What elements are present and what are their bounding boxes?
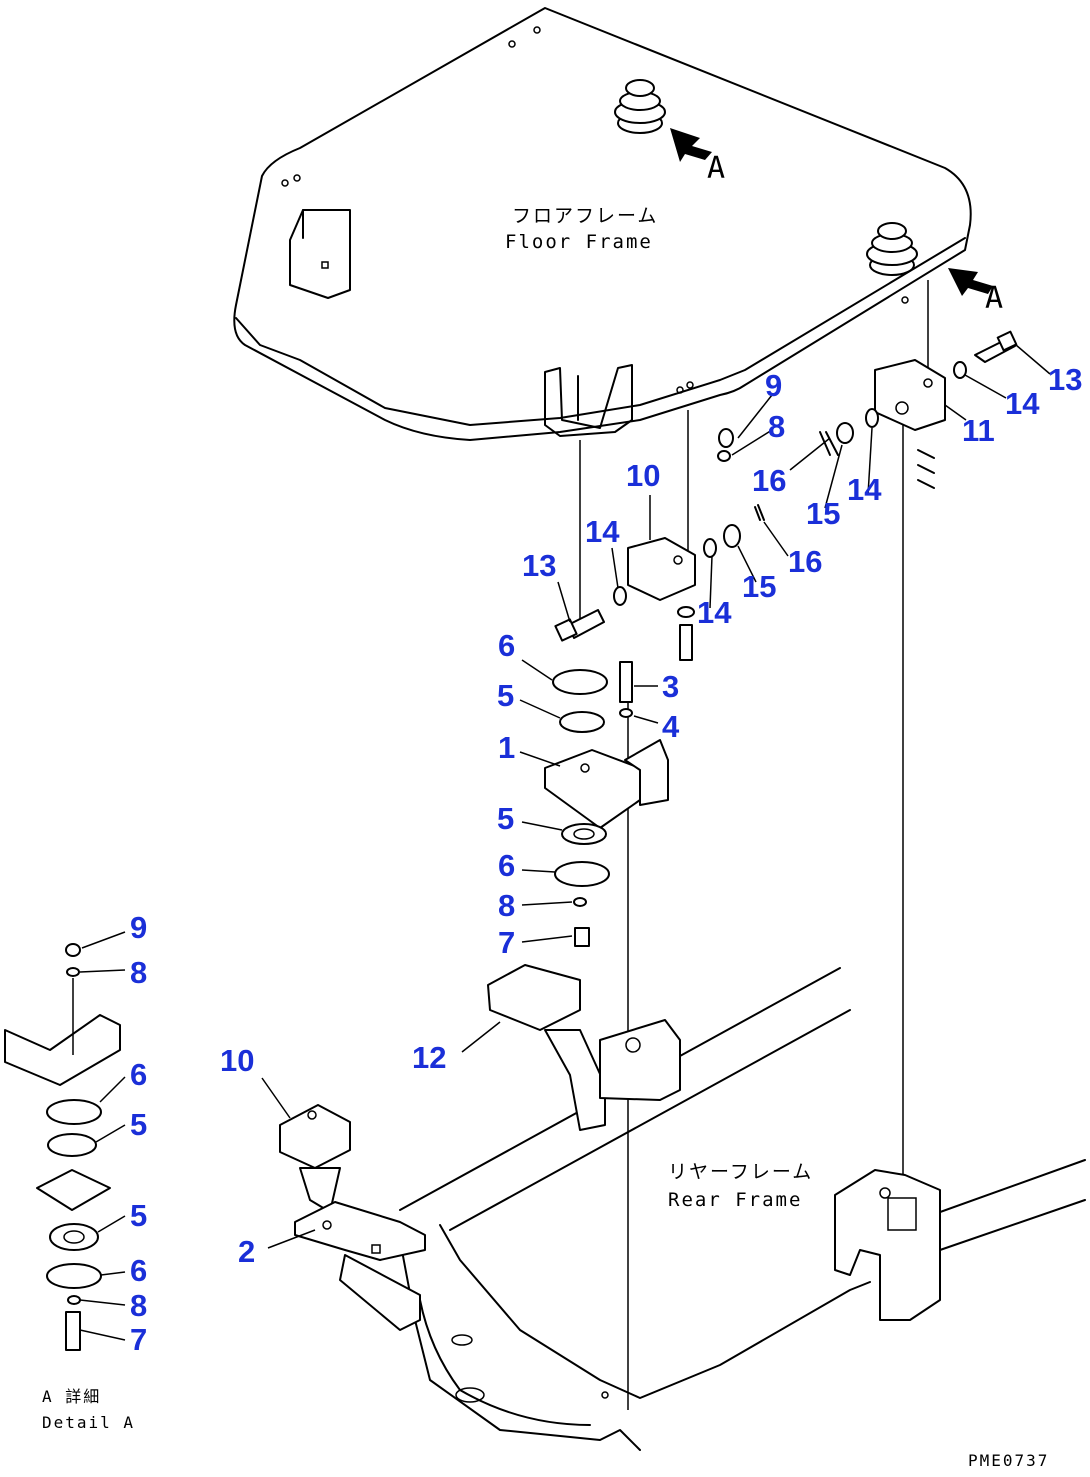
callout-6: 6 (498, 848, 515, 883)
callout-1: 1 (498, 730, 515, 765)
bolt-3 (619, 661, 633, 703)
callout-8: 8 (130, 955, 147, 990)
cushion-5 (559, 711, 605, 733)
detail-label-en: Detail A (42, 1413, 135, 1432)
bolt-13-top (974, 330, 1018, 363)
callout-10: 10 (220, 1043, 254, 1078)
floor-frame-label-jp: フロアフレーム (512, 205, 658, 227)
floor-frame: A A フロアフレーム Floor Frame (233, 7, 1003, 441)
callout-5: 5 (497, 678, 514, 713)
leader-lines (79, 344, 1051, 1341)
callout-12: 12 (412, 1040, 446, 1075)
callout-8: 8 (768, 409, 785, 444)
rear-frame-label-jp: リヤーフレーム (668, 1161, 813, 1183)
washer-8 (573, 897, 587, 907)
view-arrow-label-1: A (707, 151, 725, 186)
callout-6: 6 (130, 1253, 147, 1288)
washer-14 (865, 408, 879, 428)
callout-numbers: 9 8 11 13 14 14 16 15 10 14 13 16 15 14 … (130, 362, 1082, 1357)
callout-9: 9 (765, 368, 782, 403)
detail-a: A 詳細 Detail A (4, 943, 135, 1432)
spring-clip-icon (917, 449, 935, 489)
callout-15: 15 (806, 496, 840, 531)
callout-15: 15 (742, 569, 776, 604)
bolt (679, 624, 693, 661)
view-arrow-icon (948, 268, 993, 296)
view-arrow-icon (670, 128, 712, 162)
washer-8 (717, 450, 731, 462)
callout-11: 11 (962, 413, 995, 448)
cushion-5 (561, 823, 607, 845)
callout-7: 7 (130, 1322, 147, 1357)
callout-10: 10 (626, 458, 660, 493)
bracket-10-top (627, 537, 696, 601)
washer-4 (619, 708, 633, 718)
washer-14 (953, 361, 967, 379)
callout-13: 13 (522, 548, 556, 583)
cushion-mount-left (614, 79, 666, 134)
bracket-10-lower (279, 1104, 351, 1213)
callout-16: 16 (752, 463, 786, 498)
callout-8: 8 (130, 1288, 147, 1323)
pin-16 (754, 504, 765, 521)
cushion-mount-right (866, 222, 918, 276)
callout-5: 5 (130, 1107, 147, 1142)
callout-6: 6 (498, 628, 515, 663)
plate-6 (554, 861, 610, 887)
callout-7: 7 (498, 925, 515, 960)
floor-frame-label-en: Floor Frame (505, 231, 653, 253)
callout-8: 8 (498, 888, 515, 923)
bracket-2 (294, 1201, 426, 1331)
bolt-7 (574, 927, 590, 947)
bracket-11 (874, 359, 946, 431)
callout-14: 14 (847, 472, 882, 507)
washer-14 (613, 586, 627, 606)
bolt-13 (554, 609, 605, 642)
detail-label-jp: A 詳細 (42, 1387, 101, 1406)
washer-14 (703, 538, 717, 558)
callout-5: 5 (497, 801, 514, 836)
callout-2: 2 (238, 1234, 255, 1269)
callout-14: 14 (697, 595, 732, 630)
callout-4: 4 (662, 709, 680, 744)
pin-16 (819, 431, 839, 456)
callout-6: 6 (130, 1057, 147, 1092)
drawing-code: PME0737 (968, 1451, 1049, 1470)
callout-5: 5 (130, 1198, 147, 1233)
plate-6 (552, 669, 608, 695)
callout-13: 13 (1048, 362, 1082, 397)
callout-16: 16 (788, 544, 822, 579)
bracket-1 (544, 739, 669, 829)
view-arrow-label-2: A (985, 281, 1003, 316)
callout-14: 14 (585, 514, 620, 549)
nut-15 (836, 422, 854, 444)
nut-15 (723, 524, 741, 548)
callout-14: 14 (1005, 386, 1040, 421)
washer (677, 606, 695, 618)
nut-9 (718, 428, 734, 448)
bracket-12 (487, 964, 681, 1131)
callout-3: 3 (662, 669, 679, 704)
callout-9: 9 (130, 910, 147, 945)
rear-frame-label-en: Rear Frame (668, 1189, 802, 1211)
